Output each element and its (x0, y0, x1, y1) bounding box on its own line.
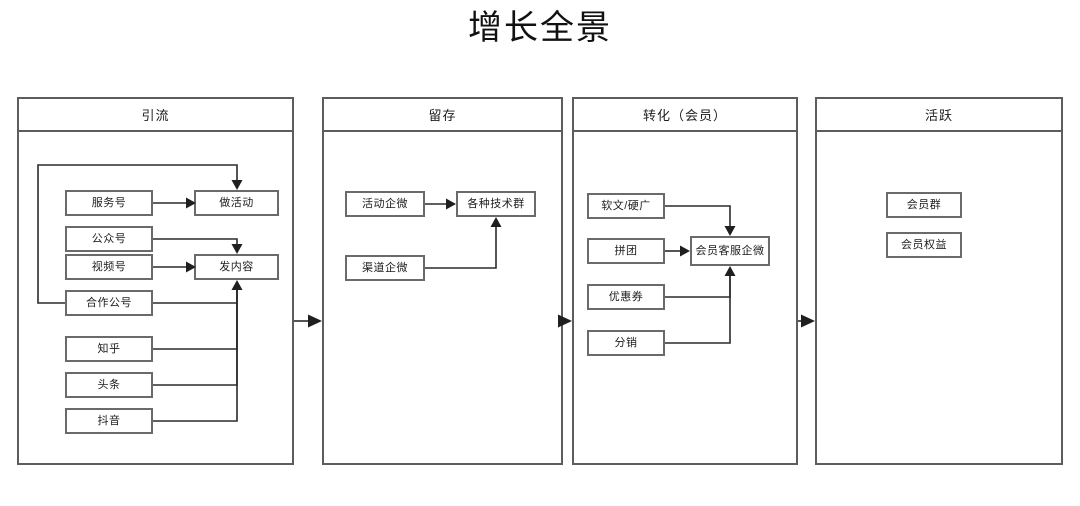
panel-active-header: 活跃 (817, 99, 1061, 132)
node-publish-content[interactable]: 发内容 (194, 254, 279, 280)
node-member-group[interactable]: 会员群 (886, 192, 962, 218)
node-member-benefits[interactable]: 会员权益 (886, 232, 962, 258)
node-campaign-wecom[interactable]: 活动企微 (345, 191, 425, 217)
panel-retention: 留存 (322, 97, 563, 465)
node-official-account[interactable]: 公众号 (65, 226, 153, 252)
panel-conversion: 转化（会员） (572, 97, 798, 465)
node-channel-wecom[interactable]: 渠道企微 (345, 255, 425, 281)
node-softad-hardad[interactable]: 软文/硬广 (587, 193, 665, 219)
panel-conversion-header: 转化（会员） (574, 99, 796, 132)
node-member-service-wecom[interactable]: 会员客服企微 (690, 236, 770, 266)
node-run-campaign[interactable]: 做活动 (194, 190, 279, 216)
node-tech-groups[interactable]: 各种技术群 (456, 191, 536, 217)
node-douyin[interactable]: 抖音 (65, 408, 153, 434)
panel-acquisition: 引流 (17, 97, 294, 465)
panel-acquisition-header: 引流 (19, 99, 292, 132)
node-toutiao[interactable]: 头条 (65, 372, 153, 398)
node-service-account[interactable]: 服务号 (65, 190, 153, 216)
node-distribution[interactable]: 分销 (587, 330, 665, 356)
node-zhihu[interactable]: 知乎 (65, 336, 153, 362)
wire-panel1-to-panel2 (294, 314, 322, 328)
panel-retention-header: 留存 (324, 99, 561, 132)
wire-panel3-to-panel4 (798, 314, 815, 328)
page-title: 增长全景 (468, 9, 612, 47)
node-video-account[interactable]: 视频号 (65, 254, 153, 280)
node-group-buy[interactable]: 拼团 (587, 238, 665, 264)
node-coupon[interactable]: 优惠券 (587, 284, 665, 310)
node-partner-account[interactable]: 合作公号 (65, 290, 153, 316)
panel-active: 活跃 (815, 97, 1063, 465)
